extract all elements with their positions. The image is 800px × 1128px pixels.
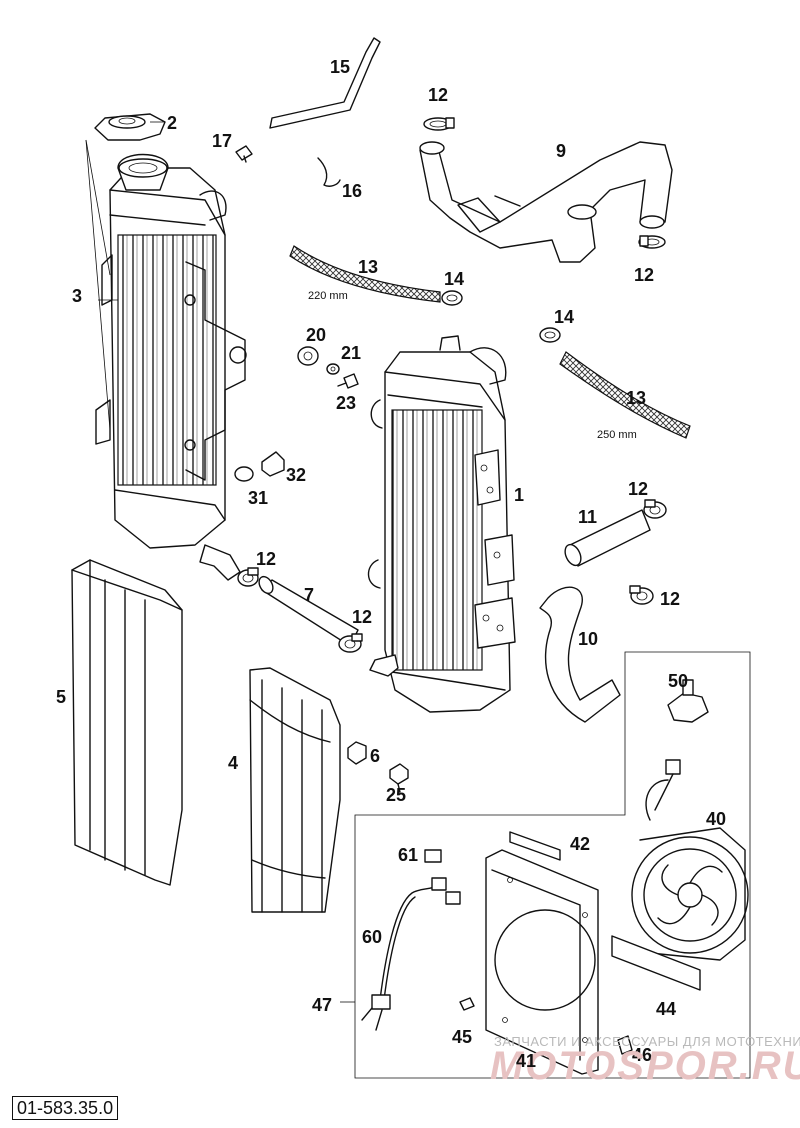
callout-7: 7 — [304, 585, 315, 605]
callout-1: 1 — [514, 485, 525, 505]
radiator-guard-5 — [71, 559, 183, 886]
callout-12-f: 12 — [352, 607, 373, 627]
callout-42: 42 — [570, 834, 591, 854]
callout-14-a: 14 — [444, 269, 465, 289]
callout-3: 3 — [72, 286, 83, 306]
callout-60: 60 — [362, 927, 383, 947]
callout-61: 61 — [398, 845, 419, 865]
hose-7 — [258, 575, 359, 647]
radiator-guard-4 — [249, 667, 341, 913]
cable-harness — [361, 849, 461, 1031]
callout-2: 2 — [167, 113, 178, 133]
callout-16: 16 — [342, 181, 363, 201]
small-clamps-14 — [441, 290, 561, 343]
small-hardware — [234, 145, 709, 793]
callout-15: 15 — [330, 57, 351, 77]
cooling-fan — [631, 759, 749, 961]
hose-clamps — [237, 117, 667, 653]
fan-plate-44 — [611, 935, 701, 991]
callout-12-a: 12 — [428, 85, 449, 105]
catalog-number: 01-583.35.0 — [12, 1096, 119, 1120]
screw-46 — [617, 1035, 633, 1055]
leader-lines — [85, 121, 355, 1003]
callout-13-b: 13 — [626, 388, 647, 408]
callout-40: 40 — [706, 809, 727, 829]
radiator-cap — [94, 113, 166, 141]
watermark-subtitle: ЗАПЧАСТИ И АКСЕССУАРЫ ДЛЯ МОТОТЕХНИКИ — [494, 1034, 800, 1049]
callout-25: 25 — [386, 785, 407, 805]
callout-50: 50 — [668, 671, 689, 691]
callout-32: 32 — [286, 465, 307, 485]
hose-9-y-piece — [419, 141, 673, 263]
callout-4: 4 — [228, 753, 239, 773]
callout-31: 31 — [248, 488, 269, 508]
dimension-250mm: 250 mm — [597, 429, 637, 441]
fan-shroud-41 — [485, 849, 599, 1075]
screw-45 — [459, 997, 475, 1011]
callout-11: 11 — [578, 507, 598, 527]
callout-12-c: 12 — [628, 479, 649, 499]
right-radiator — [367, 335, 516, 713]
hose-10 — [539, 586, 621, 723]
callout-5: 5 — [56, 687, 67, 707]
callout-46: 46 — [632, 1045, 653, 1065]
hose-11 — [564, 509, 651, 567]
callout-23: 23 — [336, 393, 357, 413]
callout-10: 10 — [578, 629, 599, 649]
callout-14-b: 14 — [554, 307, 575, 327]
mesh-hose-13-left — [289, 245, 441, 303]
foam-strip-42 — [509, 831, 561, 861]
mesh-hose-13-right — [559, 351, 691, 439]
callout-41: 41 — [516, 1051, 537, 1071]
fan-kit-outer-frame — [354, 651, 751, 1079]
callout-20: 20 — [306, 325, 327, 345]
callout-47: 47 — [312, 995, 333, 1015]
left-radiator — [95, 153, 247, 581]
hose-15 — [269, 37, 381, 129]
callout-12-b: 12 — [634, 265, 655, 285]
callout-45: 45 — [452, 1027, 473, 1047]
callout-21: 21 — [341, 343, 362, 363]
callout-44: 44 — [656, 999, 677, 1019]
callout-6: 6 — [370, 746, 381, 766]
callout-13-a: 13 — [358, 257, 379, 277]
callout-17: 17 — [212, 131, 233, 151]
callout-12-d: 12 — [256, 549, 277, 569]
watermark-brand: MOTOSPOR.RU — [490, 1044, 800, 1088]
dimension-220mm: 220 mm — [308, 290, 348, 302]
callout-9: 9 — [556, 141, 567, 161]
callout-12-e: 12 — [660, 589, 681, 609]
